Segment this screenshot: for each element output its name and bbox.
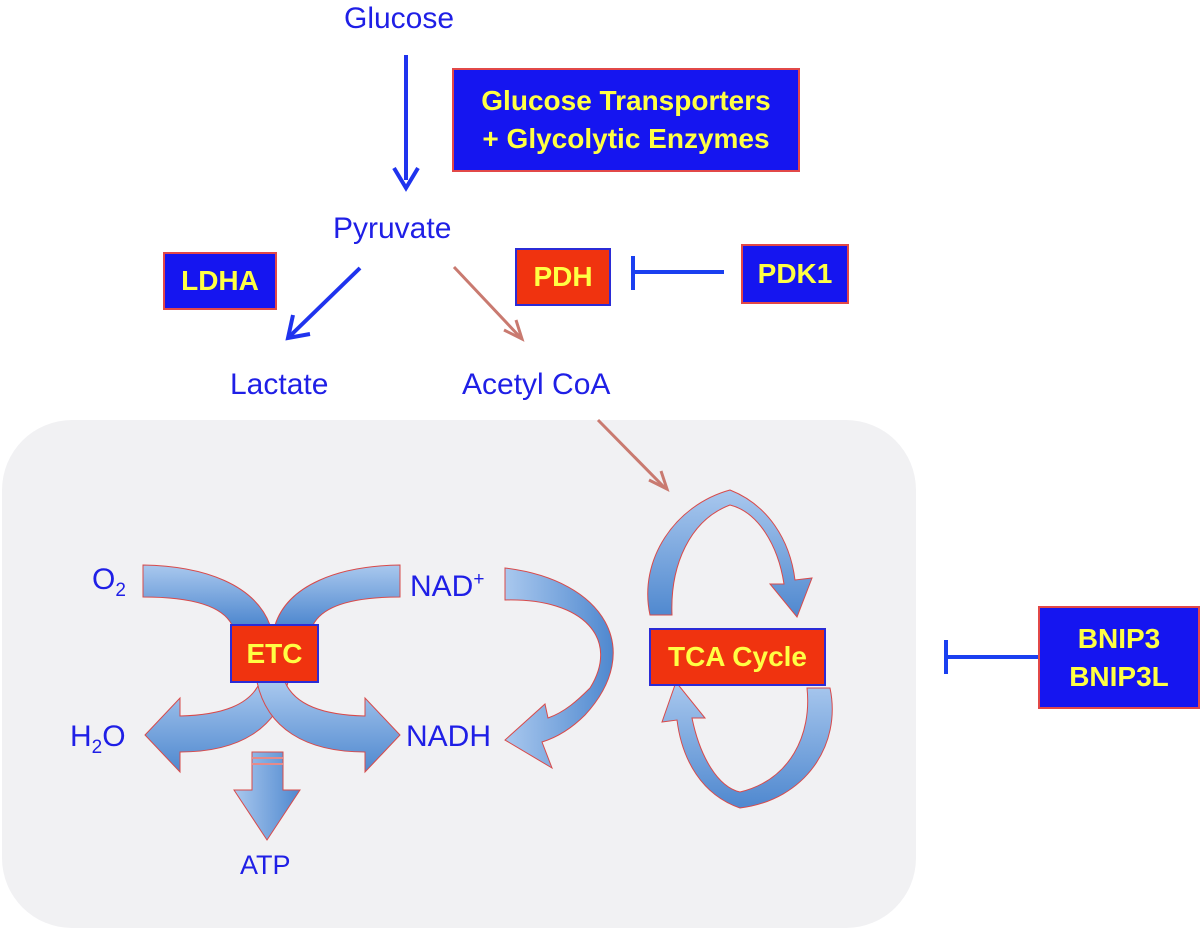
acetyl-coa-label: Acetyl CoA xyxy=(462,368,611,401)
etc-box: ETC xyxy=(230,624,319,683)
tca-lower-arc-arrow xyxy=(661,680,833,809)
o2-to-etc-arrow xyxy=(142,564,271,626)
lactate-label: Lactate xyxy=(230,368,329,401)
ldha-box: LDHA xyxy=(163,252,277,310)
atp-label: ATP xyxy=(240,850,291,880)
nad-plus-label: NAD+ xyxy=(410,569,485,603)
pyruvate-label: Pyruvate xyxy=(333,212,452,245)
glucose-transporters-box: Glucose Transporters + Glycolytic Enzyme… xyxy=(452,68,800,172)
bnip-box: BNIP3 BNIP3L xyxy=(1038,606,1200,709)
glucose-to-pyruvate-arrow xyxy=(392,55,420,192)
o2-label: O2 xyxy=(92,563,126,601)
etc-to-atp-arrow xyxy=(233,751,301,841)
tca-cycle-box: TCA Cycle xyxy=(649,628,826,686)
etc-to-nadh-arrow xyxy=(256,681,401,774)
glucose-label: Glucose xyxy=(344,2,455,35)
pyruvate-to-lactate-arrow xyxy=(285,266,362,341)
pyruvate-to-acetylcoa-arrow xyxy=(452,265,525,342)
acetylcoa-to-tca-arrow xyxy=(596,418,670,492)
pdk1-inhibition-line xyxy=(631,256,724,290)
bnip-inhibition-line xyxy=(944,640,1040,674)
nadplus-to-nadh-arrow xyxy=(504,567,614,770)
pdh-box: PDH xyxy=(515,248,611,306)
nadh-label: NADH xyxy=(406,720,492,753)
tca-upper-arc-arrow xyxy=(647,489,813,618)
nadplus-to-etc-arrow xyxy=(274,564,401,626)
h2o-label: H2O xyxy=(70,720,126,758)
pdk1-box: PDK1 xyxy=(741,244,849,304)
